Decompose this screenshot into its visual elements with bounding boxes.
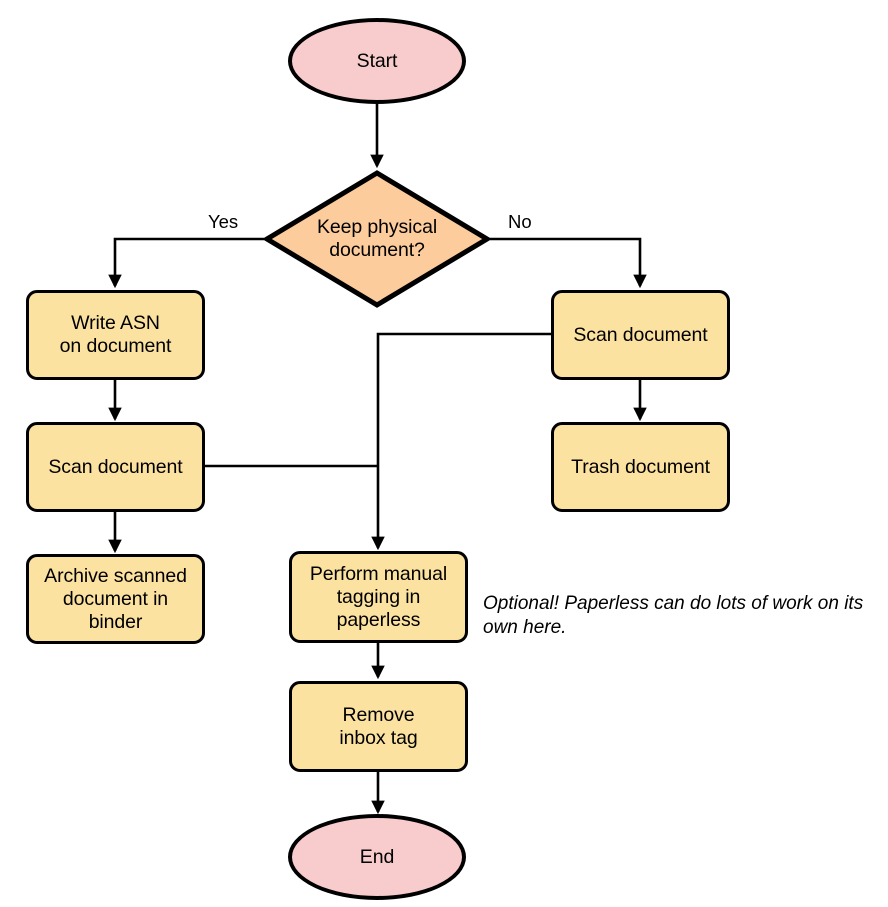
diamond-shape [264,170,490,308]
node-start[interactable]: Start [288,18,466,104]
node-scan-document-left[interactable]: Scan document [26,422,205,512]
node-keep-physical-document[interactable]: Keep physical document? [264,170,490,308]
edge-label-yes: Yes [208,211,239,232]
edge-scan-right-to-tagging [371,332,552,551]
node-scan-document-left-label: Scan document [48,455,183,478]
node-scan-document-right[interactable]: Scan document [551,290,730,380]
node-archive-scanned-document[interactable]: Archive scanned document in binder [26,554,205,644]
node-end-label: End [359,845,395,868]
node-remove-inbox-tag-label: Remove inbox tag [339,703,418,749]
edge-decision-no-to-scan-right [490,237,647,289]
edge-label-no: No [508,211,532,232]
annotation-optional-note: Optional! Paperless can do lots of work … [483,593,864,639]
node-trash-document[interactable]: Trash document [551,422,730,512]
node-write-asn-on-document-label: Write ASN on document [59,312,172,357]
node-perform-manual-tagging[interactable]: Perform manual tagging in paperless [289,551,468,643]
edge-decision-yes-to-write-asn [108,237,264,289]
node-end[interactable]: End [288,814,466,900]
node-archive-scanned-document-label: Archive scanned document in binder [44,564,187,633]
node-trash-document-label: Trash document [571,455,710,478]
node-scan-document-right-label: Scan document [573,323,708,346]
node-write-asn-on-document[interactable]: Write ASN on document [26,290,205,380]
node-start-label: Start [356,49,398,72]
node-keep-physical-document-label: Keep physical document? [316,216,438,261]
node-remove-inbox-tag[interactable]: Remove inbox tag [289,681,468,772]
node-perform-manual-tagging-label: Perform manual tagging in paperless [309,562,448,631]
